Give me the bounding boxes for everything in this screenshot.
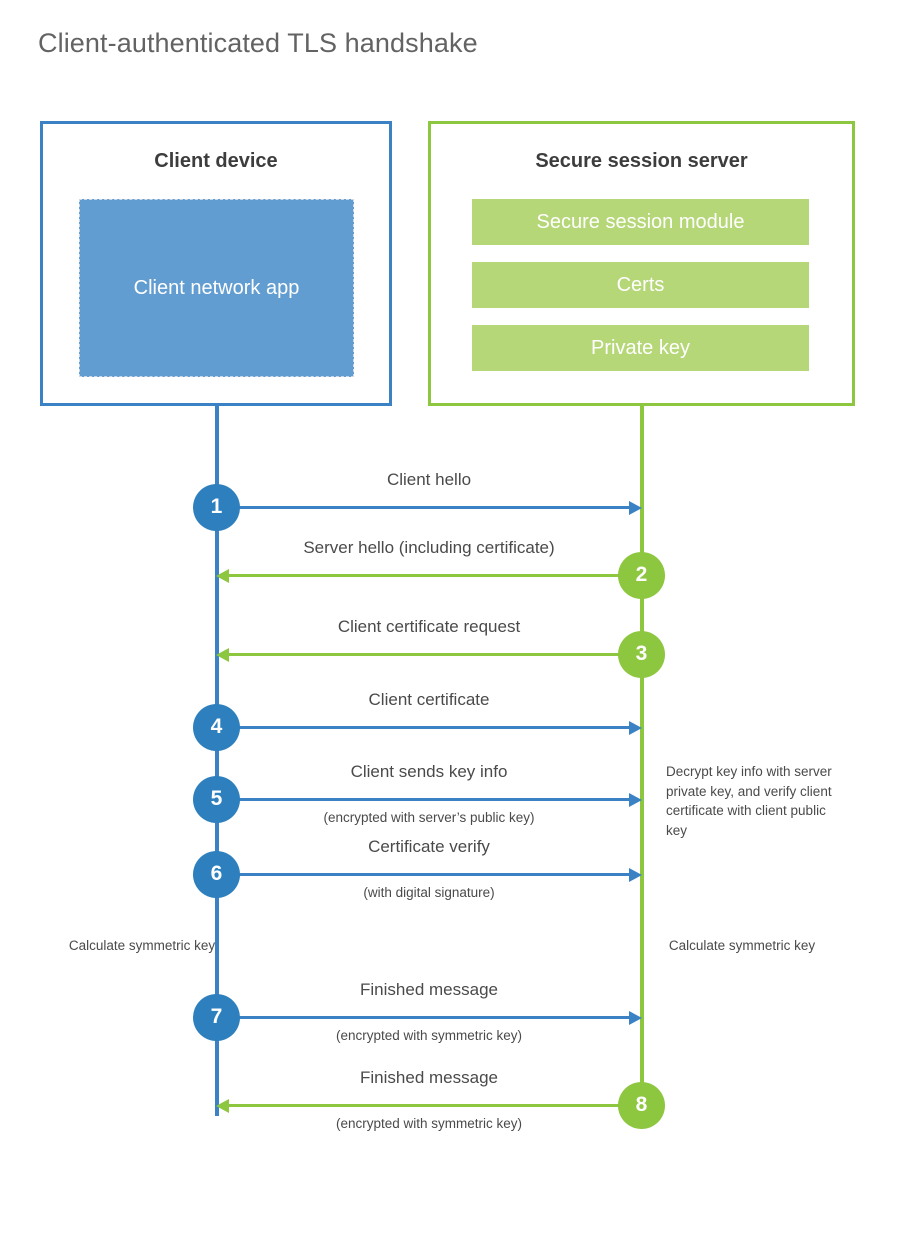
step-4-arrow-line [217,725,631,729]
step-8-arrow-head-left-icon [216,1099,229,1113]
step-8-number-badge: 8 [618,1081,665,1129]
step-4-number-badge: 4 [193,703,240,751]
step-3-arrow-line [228,652,642,656]
page-title: Client-authenticated TLS handshake [38,28,478,58]
client-network-app-block: Client network app [79,199,354,377]
step-2-label: Server hello (including certificate) [303,538,555,557]
secure-session-server-title: Secure session server [535,150,748,172]
step-7-label: Finished message [360,980,498,999]
client-calculate-symmetric-key-annotation: Calculate symmetric key [68,938,216,953]
step-6-number-badge: 6 [193,850,240,898]
step-1-arrow-line [217,505,631,509]
step-8-label: Finished message [360,1068,498,1087]
step-7-number-badge: 7 [193,993,240,1041]
step-4-arrow-head-right-icon [629,721,642,735]
step-6-arrow-line [217,872,631,876]
step-2-arrow-line [228,573,642,577]
client-lifeline [215,406,219,1116]
step-3-arrow-head-left-icon [216,648,229,662]
step-1-label: Client hello [386,470,472,489]
secure-session-server-box: Secure session server Secure session mod… [428,121,855,406]
step-6-arrow-head-right-icon [629,868,642,882]
step-5-sublabel: (encrypted with server’s public key) [323,810,535,825]
step-2-arrow-head-left-icon [216,569,229,583]
server-component-certs: Certs [472,262,809,308]
server-calculate-symmetric-key-annotation: Calculate symmetric key [668,938,816,953]
client-device-title: Client device [154,150,278,172]
step-5-arrow-line [217,797,631,801]
step-6-sublabel: (with digital signature) [363,885,495,900]
step-3-label: Client certificate request [337,617,521,636]
client-device-box: Client device Client network app [40,121,392,406]
step-8-sublabel: (encrypted with symmetric key) [335,1116,523,1131]
step-6-label: Certificate verify [368,837,490,856]
step-4-label: Client certificate [368,690,490,709]
server-decrypt-annotation: Decrypt key info with server private key… [666,764,832,838]
server-component-private-key: Private key [472,325,809,371]
step-5-number-badge: 5 [193,775,240,823]
step-7-arrow-line [217,1015,631,1019]
step-1-arrow-head-right-icon [629,501,642,515]
step-5-label: Client sends key info [350,762,508,781]
step-5-arrow-head-right-icon [629,793,642,807]
server-component-secure-session-module: Secure session module [472,199,809,245]
step-8-arrow-line [228,1103,642,1107]
step-2-number-badge: 2 [618,551,665,599]
step-7-arrow-head-right-icon [629,1011,642,1025]
server-lifeline [640,406,644,1106]
step-3-number-badge: 3 [618,630,665,678]
step-7-sublabel: (encrypted with symmetric key) [335,1028,523,1043]
step-1-number-badge: 1 [193,483,240,531]
